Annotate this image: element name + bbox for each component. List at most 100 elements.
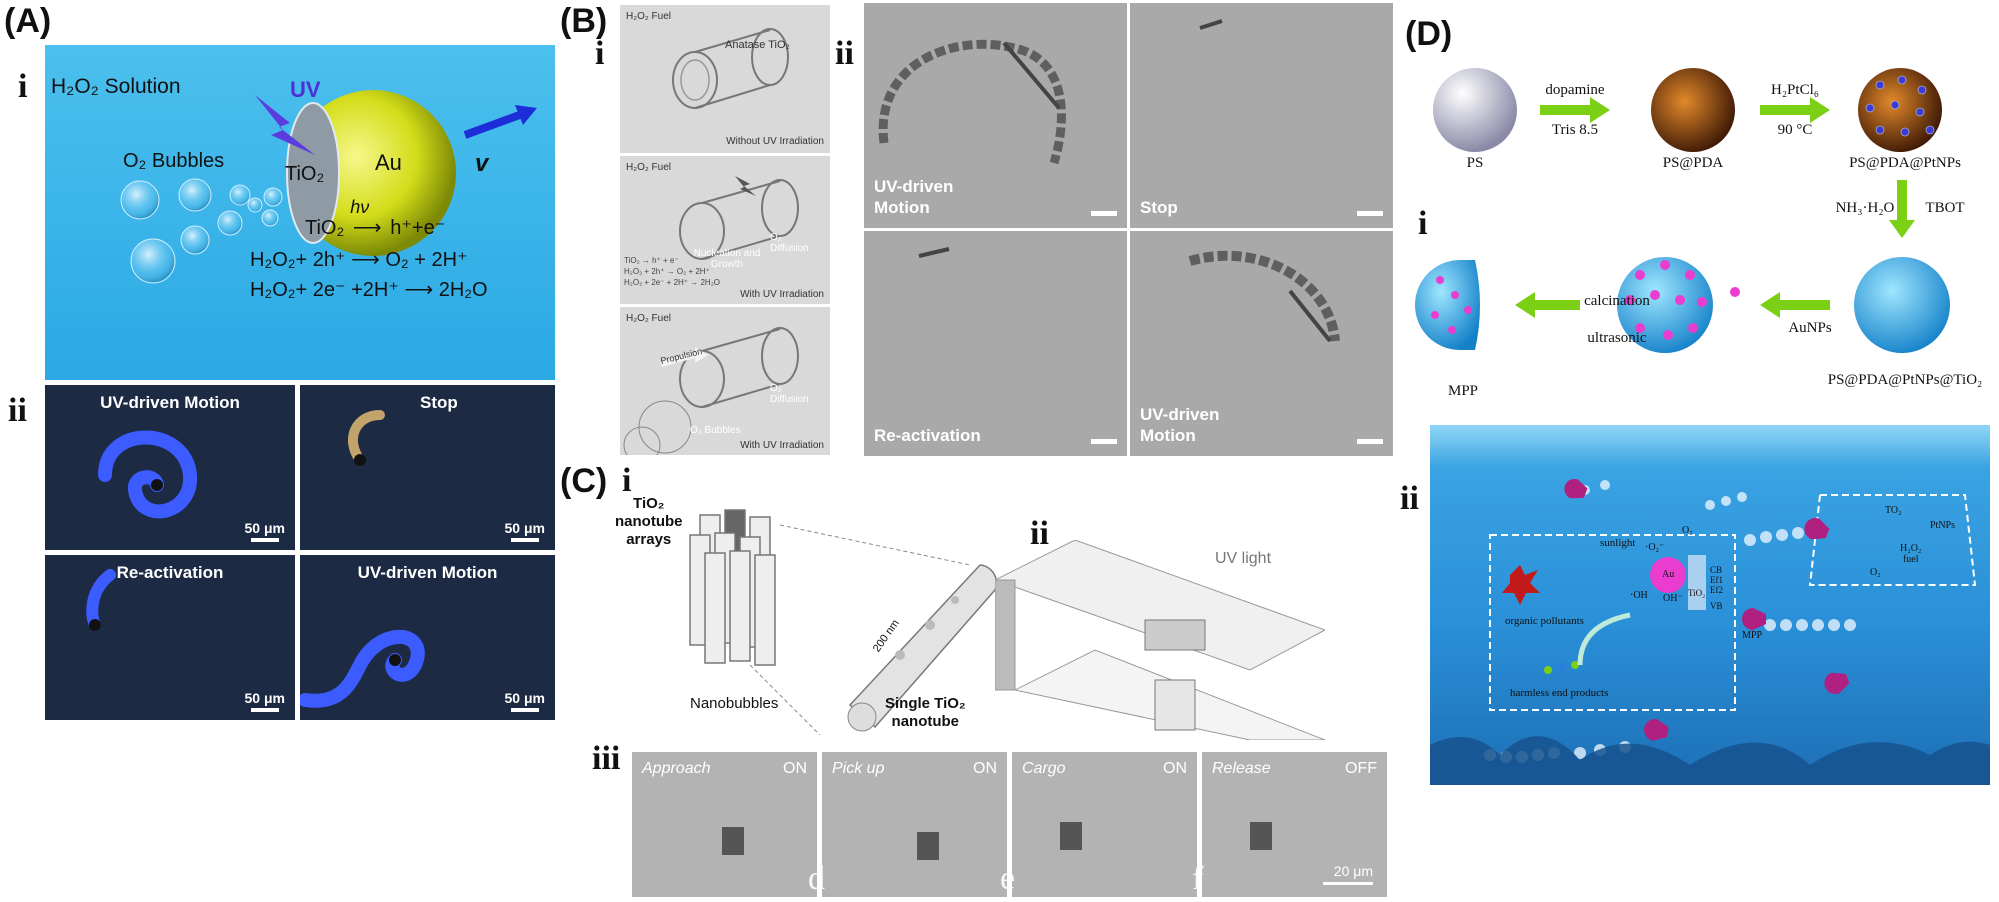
step1-top-label: dopamine (1545, 82, 1605, 98)
tio2-label: TiO₂ (1688, 588, 1706, 598)
diffusion-label: O₂ Diffusion (770, 232, 809, 254)
motion-trail (300, 629, 425, 708)
cargo-particle (722, 827, 744, 855)
o2-b-label: O₂ (1870, 567, 1881, 578)
panel-d-label: (D) (1405, 15, 1453, 53)
arrow-icon (1515, 292, 1580, 318)
step5-bottom-label: ultrasonic (1587, 330, 1647, 346)
step2-bottom-label: 90 °C (1777, 122, 1813, 138)
reaction-3: H₂O₂ + 2e⁻ + 2H⁺ → 2H₂O (624, 278, 721, 287)
uv-status-label: ON (1163, 760, 1187, 777)
tio2-b-label: TO₂ (1885, 505, 1902, 516)
material-label: Anatase TiO₂ (725, 39, 790, 51)
scale-bar (1091, 439, 1117, 444)
panel-a-i-label: i (18, 68, 28, 105)
au-label: Au (1662, 569, 1675, 580)
uv-bolt-icon (255, 95, 315, 155)
equation-1-left: TiO₂ (305, 217, 345, 239)
diffusion-label: O₂ Diffusion (770, 383, 809, 405)
equation-1-hv: hν (350, 197, 370, 217)
nanotube-uv-icon (679, 176, 799, 260)
equation-3: H₂O₂+ 2e⁻ +2H⁺ ⟶ 2H₂O (250, 279, 488, 301)
ef1-label: Ef1 (1710, 575, 1723, 585)
pda-label: PS@PDA (1662, 155, 1724, 171)
cargo-particle (1060, 822, 1082, 850)
arrow-icon (1760, 97, 1830, 123)
frame-caption: Stop (1140, 198, 1178, 217)
micro-frame-title: Stop (420, 393, 458, 412)
o2minus-label: ·O₂⁻ (1645, 542, 1665, 553)
mpp-hemisphere-icon (1415, 260, 1480, 350)
panel-d-ii-label: ii (1400, 480, 1419, 517)
micro-frame-title: UV-driven Motion (100, 393, 240, 412)
au-label: Au (375, 150, 402, 175)
pollutant-icon (1502, 565, 1540, 605)
scale-bar: 50 μm (245, 520, 285, 542)
nucleation-label: Nucleation and Growth (693, 248, 761, 270)
panel-b-label: (B) (560, 2, 608, 40)
micro-frame-title: Re-activation (116, 563, 224, 582)
arrow-icon (1760, 292, 1830, 318)
stray-letter-e: e (1000, 860, 1016, 897)
panel-a-schematic: H₂O₂ Solution O₂ Bubbles UV TiO₂ Au v Ti… (45, 45, 555, 380)
frame-step-label: Approach (642, 760, 711, 777)
uv-status-label: ON (783, 760, 807, 777)
oxygen-bubbles (120, 178, 283, 284)
uv-status-label: OFF (1345, 760, 1377, 777)
frame-step-label: Pick up (832, 760, 885, 777)
tube-trajectory (878, 39, 1066, 165)
arrow-icon (1889, 180, 1915, 238)
frame-step-label: Release (1212, 760, 1271, 777)
scale-bar (1323, 882, 1373, 885)
scale-bar: 50 μm (505, 520, 545, 542)
ps-label: PS (1466, 155, 1484, 171)
products-label: harmless end products (1510, 687, 1609, 699)
panel-c-iii-label: iii (592, 740, 621, 777)
motion-trail (347, 410, 385, 466)
micro-frame-title: UV-driven Motion (357, 563, 498, 582)
tube-frame-1: UV-driven Motion (864, 3, 1127, 228)
tube-trajectory (1188, 250, 1340, 343)
fuel-label: H₂O₂ fuel (1900, 543, 1922, 565)
panel-b-i-label: i (595, 35, 605, 72)
aunps-label: AuNPs (1788, 320, 1832, 336)
frame-step-label: Cargo (1022, 760, 1066, 777)
tio2-label: PS@PDA@PtNPs@TiO₂ (1827, 372, 1983, 388)
pda-sphere-icon (1651, 68, 1735, 152)
sunlight-label: sunlight (1600, 537, 1636, 549)
oh-radical-label: ·OH (1630, 590, 1648, 601)
ef2-label: Ef2 (1710, 585, 1723, 595)
arrow-icon (1540, 97, 1610, 123)
vb-label: VB (1710, 601, 1723, 611)
cargo-frame-2: Pick up ON (822, 752, 1007, 897)
scheme-2: H₂O₂ Fuel Nucleation and Growth O₂ Diffu… (620, 156, 830, 304)
equation-2: H₂O₂+ 2h⁺ ⟶ O₂ + 2H⁺ (250, 249, 468, 271)
state-label: With UV Irradiation (740, 440, 824, 451)
motion-trail (98, 430, 198, 519)
scale-label: 20 μm (1333, 863, 1373, 879)
tio2-cap-icon (286, 102, 340, 244)
uv-label: UV (290, 77, 321, 102)
tube-trajectory (1199, 19, 1223, 30)
uv-status-label: ON (973, 760, 997, 777)
scale-bar (1091, 211, 1117, 216)
tube-frame-3: Re-activation (864, 231, 1127, 456)
scheme-1: H₂O₂ Fuel Anatase TiO₂ Without UV Irradi… (620, 5, 830, 153)
pollutants-label: organic pollutants (1505, 615, 1584, 627)
nanotube-bundle-icon (1154, 679, 1196, 731)
stray-letter-f: f (1192, 860, 1204, 897)
nanobubbles-label: Nanobubbles (690, 695, 779, 712)
ptnps-label: PS@PDA@PtNPs (1849, 155, 1961, 171)
mpp-motor-icons (1564, 478, 1850, 741)
micro-frame-4: UV-driven Motion 50 μm (300, 555, 555, 720)
nanotube-icon (672, 28, 789, 109)
cargo-frame-4: Release OFF 20 μm (1202, 752, 1387, 897)
nanotube-bundle-icon (1144, 619, 1206, 651)
mpp-scene-label: MPP (1742, 630, 1763, 641)
tube-frame-4: UV-driven Motion (1130, 231, 1393, 456)
nanotube-array-drawing (689, 509, 998, 735)
frame-caption: UV-driven Motion (874, 177, 954, 217)
cargo-frame-1: Approach ON (632, 752, 817, 897)
bubbles-label: O₂ Bubbles (123, 150, 225, 172)
micro-frame-1: UV-driven Motion 50 μm (45, 385, 295, 550)
